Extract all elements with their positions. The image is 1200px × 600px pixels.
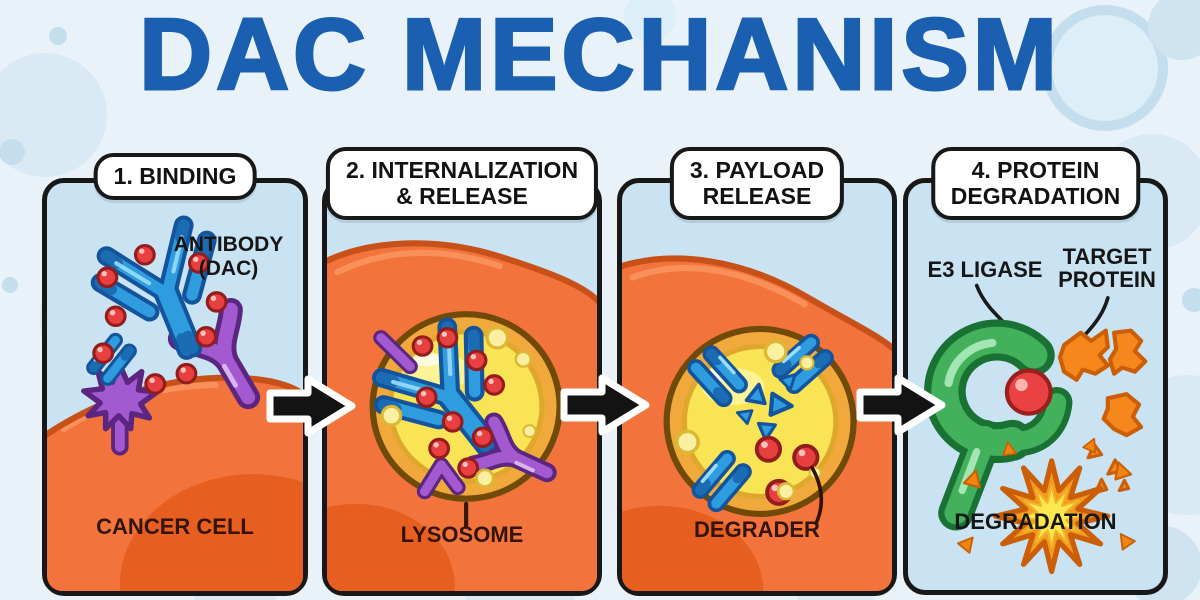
e3-ligase-label: E3 LIGASE [927, 257, 1043, 282]
flow-arrow-icon [560, 374, 650, 436]
protein-degradation-illustration [924, 283, 1148, 575]
payload-release-illustration [622, 255, 892, 591]
degrader-dot [1004, 368, 1053, 416]
antibody-dac-label: ANTIBODY (DAC) [173, 233, 284, 280]
internalization-illustration [327, 240, 597, 591]
internalized-antibody-icon [370, 318, 558, 494]
lysosome-label: LYSOSOME [400, 522, 524, 547]
flow-arrow-icon [856, 374, 946, 436]
degradation-label: DEGRADATION [954, 509, 1117, 534]
flow-arrow-icon [266, 375, 356, 437]
degrader-label: DEGRADER [694, 517, 820, 542]
panel-binding: 1. BINDING [42, 153, 308, 596]
cancer-cell-shape [47, 374, 303, 591]
panel-payload-release: 3. PAYLOAD RELEASE [617, 147, 897, 596]
panel-internalization-release: 2. INTERNALIZATION & RELEASE [322, 147, 602, 596]
explosion-icon [957, 437, 1136, 575]
target-protein-icon [1057, 328, 1148, 438]
cancer-cell-label: CANCER CELL [96, 514, 254, 539]
panel-protein-degradation: 4. PROTEIN DEGRADATION [903, 147, 1168, 595]
step-label-binding: 1. BINDING [93, 153, 257, 200]
step-label-internalization: 2. INTERNALIZATION & RELEASE [325, 147, 599, 220]
target-protein-label: TARGET PROTEIN [1058, 244, 1156, 292]
degrader-pointer-line [810, 465, 824, 525]
step-label-protein-degradation: 4. PROTEIN DEGRADATION [930, 147, 1141, 220]
step-label-payload-release: 3. PAYLOAD RELEASE [669, 147, 845, 220]
e3-ligase-icon [924, 319, 1073, 531]
page-title: DAC MECHANISM [138, 0, 1061, 111]
